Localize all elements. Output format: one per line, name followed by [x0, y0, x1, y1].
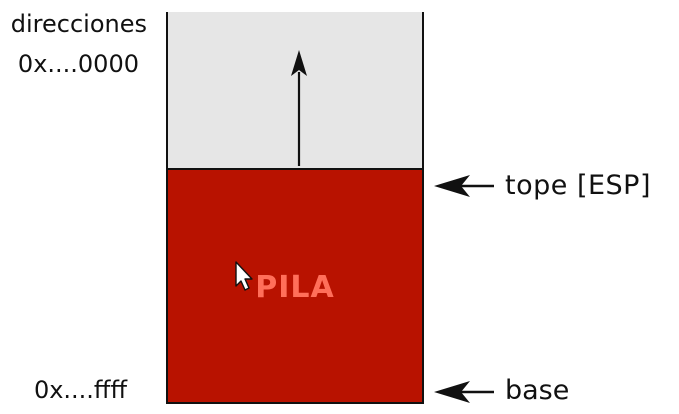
arrow-left-icon: [434, 381, 494, 403]
address-low-label: 0x....0000: [17, 50, 139, 78]
stack-label: PILA: [255, 270, 335, 305]
top-pointer-label: tope [ESP]: [505, 170, 651, 201]
base-pointer-label: base: [505, 375, 570, 406]
stack-region: [166, 168, 424, 404]
mouse-pointer-icon: [235, 261, 253, 291]
arrow-left-icon: [434, 175, 494, 197]
arrow-up-icon: [291, 50, 307, 166]
free-memory-region: [166, 12, 424, 168]
address-high-label: 0x....ffff: [33, 376, 127, 404]
address-title: direcciones: [10, 10, 147, 38]
